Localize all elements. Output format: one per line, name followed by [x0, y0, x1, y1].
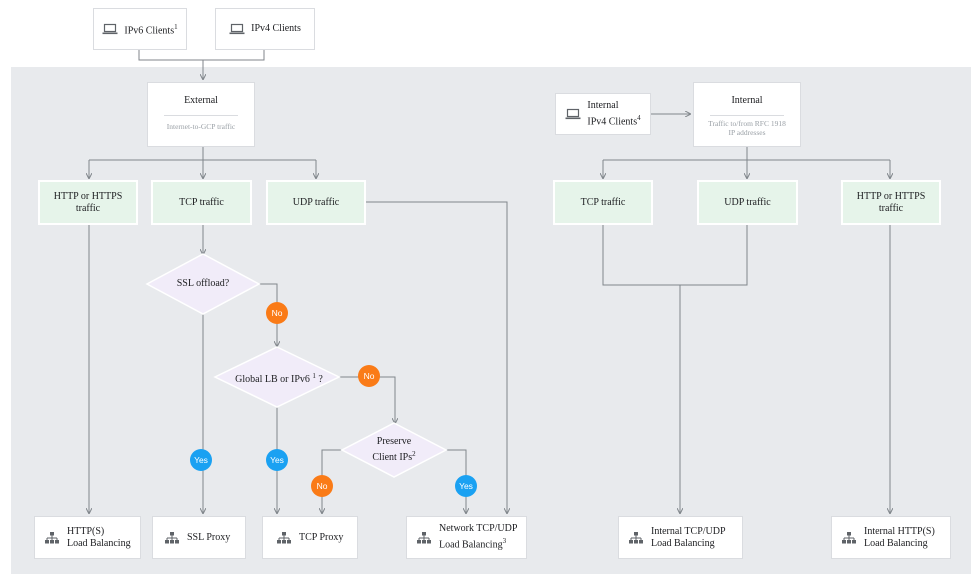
- external-title: External: [184, 95, 218, 106]
- laptop-icon: [102, 23, 118, 35]
- ssl-proxy-label: SSL Proxy: [187, 531, 231, 543]
- internal-clients-footnote: 4: [637, 113, 641, 122]
- internal-udp-traffic-node: UDP traffic: [697, 180, 798, 225]
- load-balancer-icon: [629, 531, 643, 543]
- yes-badge: Yes: [455, 475, 477, 497]
- ssl-offload-label: SSL offload?: [176, 278, 230, 289]
- global-lb-text: Global LB or IPv6: [235, 374, 310, 386]
- diagram-panel: [11, 67, 971, 574]
- internal-title: Internal: [731, 95, 763, 106]
- internal-subtitle-line1: Traffic to/from RFC 1918: [708, 119, 786, 128]
- global-lb-diamond: [213, 346, 341, 408]
- preserve-line2: Client IPs: [372, 452, 413, 464]
- internal-http-lb-line2: Load Balancing: [864, 537, 928, 549]
- external-udp-traffic-label: UDP traffic: [292, 196, 340, 208]
- internal-clients-line1: Internal: [587, 99, 619, 111]
- no-badge: No: [311, 475, 333, 497]
- load-balancer-icon: [277, 531, 291, 543]
- ipv4-clients-label: IPv4 Clients: [251, 23, 301, 34]
- http-load-balancing-node: HTTP(S)Load Balancing: [34, 516, 141, 559]
- no-badge: No: [266, 302, 288, 324]
- ipv6-clients-node: IPv6 Clients1: [93, 8, 187, 50]
- external-udp-traffic-node: UDP traffic: [266, 180, 366, 225]
- laptop-icon: [565, 108, 581, 120]
- network-lb-line1: Network TCP/UDP: [439, 523, 518, 535]
- network-lb-footnote: 3: [502, 537, 507, 546]
- internal-http-lb-line1: Internal HTTP(S): [864, 525, 935, 537]
- external-subtitle: Internet-to-GCP traffic: [166, 122, 236, 131]
- network-load-balancing-node: Network TCP/UDP Load Balancing3: [406, 516, 527, 559]
- external-node: External Internet-to-GCP traffic: [147, 82, 255, 147]
- ssl-proxy-node: SSL Proxy: [152, 516, 246, 559]
- preserve-client-ips-diamond: [340, 422, 448, 478]
- load-balancer-icon: [417, 531, 431, 543]
- internal-http-traffic-label: HTTP or HTTPS traffic: [856, 190, 926, 214]
- yes-badge: Yes: [190, 449, 212, 471]
- ipv6-footnote: 1: [174, 22, 178, 31]
- yes-badge: Yes: [266, 449, 288, 471]
- network-lb-line2: Load Balancing: [439, 539, 503, 551]
- internal-tcp-traffic-label: TCP traffic: [580, 196, 626, 208]
- external-tcp-traffic-label: TCP traffic: [179, 196, 224, 208]
- external-http-traffic-label: HTTP or HTTPS traffic: [53, 190, 123, 214]
- internal-http-load-balancing-node: Internal HTTP(S)Load Balancing: [831, 516, 951, 559]
- global-lb-label: Global LB or IPv6 1 ?: [235, 370, 323, 386]
- internal-http-traffic-node: HTTP or HTTPS traffic: [841, 180, 941, 225]
- ipv4-clients-node: IPv4 Clients: [215, 8, 315, 50]
- internal-tcp-traffic-node: TCP traffic: [553, 180, 653, 225]
- load-balancer-icon: [45, 531, 59, 543]
- internal-subtitle-line2: IP addresses: [728, 128, 766, 137]
- internal-tcp-lb-line1: Internal TCP/UDP: [651, 525, 726, 537]
- global-lb-footnote: 1: [312, 371, 316, 380]
- global-lb-question: ?: [318, 374, 323, 386]
- laptop-icon: [229, 23, 245, 35]
- internal-clients-line2: IPv4 Clients: [587, 116, 638, 128]
- external-tcp-traffic-node: TCP traffic: [151, 180, 252, 225]
- ssl-offload-diamond: [145, 253, 261, 315]
- preserve-line1: Preserve: [376, 435, 412, 447]
- external-http-traffic-node: HTTP or HTTPS traffic: [38, 180, 138, 225]
- internal-tcp-lb-line2: Load Balancing: [651, 537, 715, 549]
- tcp-proxy-label: TCP Proxy: [299, 531, 344, 543]
- http-lb-line2: Load Balancing: [67, 537, 131, 549]
- ipv6-clients-label: IPv6 Clients: [124, 25, 175, 37]
- internal-udp-traffic-label: UDP traffic: [724, 196, 771, 208]
- load-balancer-icon: [165, 531, 179, 543]
- preserve-client-ips-label: Preserve Client IPs2: [372, 436, 415, 464]
- load-balancer-icon: [842, 531, 856, 543]
- http-lb-line1: HTTP(S): [67, 525, 105, 537]
- preserve-footnote: 2: [412, 449, 416, 458]
- tcp-proxy-node: TCP Proxy: [262, 516, 358, 559]
- no-badge: No: [358, 365, 380, 387]
- internal-node: Internal Traffic to/from RFC 1918 IP add…: [693, 82, 801, 147]
